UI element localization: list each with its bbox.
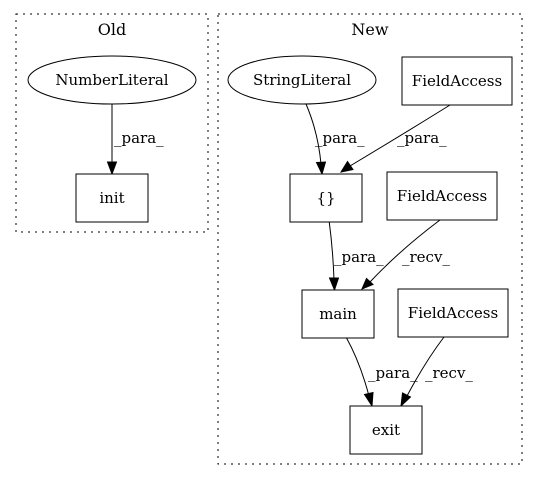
node-braces-label: {} [316, 189, 335, 207]
edge-braces-to-main: _para_ [328, 219, 384, 292]
node-init-label: init [99, 189, 124, 207]
edge-field-access-2-to-main: _recv_ [361, 219, 450, 290]
edge-label-recv: _recv_ [402, 248, 450, 266]
cluster-new: New [217, 13, 523, 465]
node-string-literal-label: StringLiteral [253, 71, 351, 89]
node-field-access-2: FieldAccess [386, 171, 498, 221]
node-field-access-1: FieldAccess [401, 56, 513, 106]
node-string-literal: StringLiteral [227, 55, 377, 105]
node-number-literal-label: NumberLiteral [55, 71, 168, 89]
cluster-old: Old [15, 13, 209, 233]
edge-main-to-exit: _para_ [345, 336, 418, 408]
node-exit: exit [349, 405, 423, 455]
edge-label-para: _para_ [397, 129, 447, 147]
edge-label-para: _para_ [114, 129, 164, 147]
edge-string-literal-to-braces: _para_ [305, 103, 365, 176]
edge-label-para: _para_ [368, 364, 418, 382]
edge-label-recv: _recv_ [425, 364, 473, 382]
edge-field-access-3-to-exit: _recv_ [400, 336, 473, 408]
cluster-new-label: New [351, 20, 388, 39]
node-number-literal: NumberLiteral [27, 55, 197, 105]
edge-label-para: _para_ [334, 248, 384, 266]
edge-field-access-1-to-braces: _para_ [339, 104, 451, 173]
cluster-old-label: Old [98, 20, 126, 39]
node-main-label: main [319, 305, 357, 323]
edge-number-literal-to-init: _para_ [106, 104, 164, 176]
node-field-access-3-label: FieldAccess [408, 304, 498, 322]
node-field-access-2-label: FieldAccess [397, 187, 487, 205]
edge-label-para: _para_ [315, 129, 365, 147]
node-field-access-3: FieldAccess [397, 288, 509, 338]
node-braces: {} [289, 173, 363, 223]
node-init: init [75, 173, 149, 223]
node-main: main [301, 289, 375, 339]
node-exit-label: exit [372, 421, 400, 439]
node-field-access-1-label: FieldAccess [412, 72, 502, 90]
